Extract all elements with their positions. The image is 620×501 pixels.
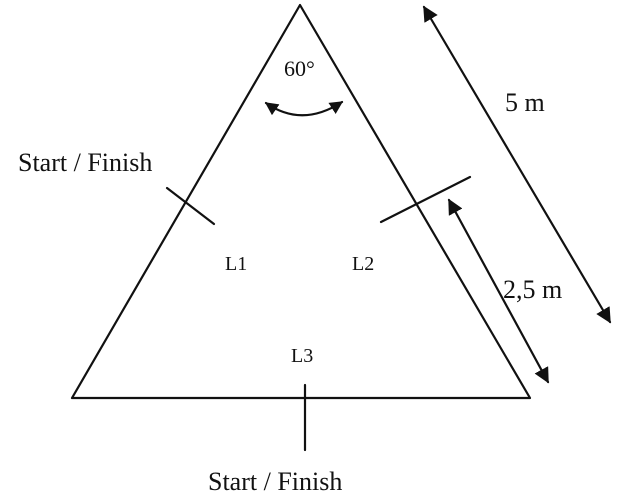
label-5m: 5 m <box>505 88 545 117</box>
segment-label-l3: L3 <box>291 345 313 367</box>
start-finish-line-left <box>165 186 216 226</box>
start-finish-label-top-left: Start / Finish <box>18 148 152 177</box>
dimension-arrow-5m <box>422 5 612 324</box>
dimension-arrow-2-5m <box>447 198 550 384</box>
label-2-5m: 2,5 m <box>503 275 562 304</box>
start-finish-label-bottom: Start / Finish <box>208 467 342 496</box>
segment-label-l1: L1 <box>225 253 247 275</box>
segment-label-l2: L2 <box>352 253 374 275</box>
angle-arc <box>264 100 344 117</box>
angle-label: 60° <box>284 56 315 81</box>
